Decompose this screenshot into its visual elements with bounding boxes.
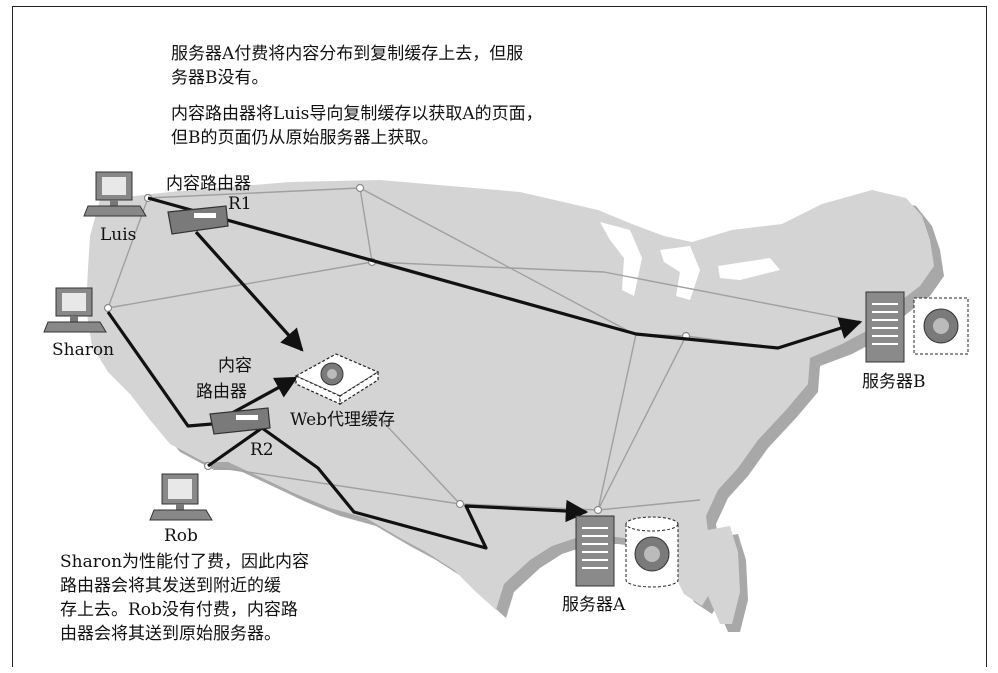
path-sharon-to-proxy <box>106 311 298 428</box>
router-r2-name-1: 内容 <box>218 356 252 376</box>
server-b-cache-disc <box>913 297 969 355</box>
router-r1-name: 内容路由器 <box>166 174 251 194</box>
proxy-cache-label: Web代理缓存 <box>290 410 396 430</box>
server-a-label: 服务器A <box>562 595 626 615</box>
router-r2-id: R2 <box>250 440 274 460</box>
path-luis-to-server-b <box>147 196 863 350</box>
note-routing: 内容路由器将Luis导向复制缓存以获取A的页面，但B的页面仍从原始服务器上获取。 <box>171 104 543 148</box>
computer-sharon <box>43 287 107 333</box>
router-r2-name-2: 路由器 <box>196 382 247 402</box>
us-map <box>86 180 934 610</box>
server-a <box>575 515 615 587</box>
computer-luis <box>83 171 147 217</box>
note-replication: 服务器A付费将内容分布到复制缓存上去，但服务器B没有。 <box>171 44 524 88</box>
client-sharon-label: Sharon <box>52 340 115 360</box>
server-b <box>865 291 905 363</box>
server-a-replica-cache <box>625 516 679 588</box>
client-rob-label: Rob <box>164 526 198 546</box>
florida <box>696 526 740 624</box>
figure-frame <box>12 6 987 667</box>
server-b-label: 服务器B <box>862 372 926 392</box>
path-r1-to-proxy <box>194 230 304 352</box>
client-luis-label: Luis <box>100 225 137 245</box>
note-payment: Sharon为性能付了费，因此内容路由器会将其发送到附近的缓存上去。Rob没有付… <box>60 552 310 644</box>
web-proxy-cache <box>294 353 380 406</box>
router-r1-id: R1 <box>228 194 252 214</box>
router-r1 <box>167 205 229 235</box>
great-lakes <box>600 222 780 300</box>
computer-rob <box>149 473 213 521</box>
router-r2 <box>209 407 271 435</box>
